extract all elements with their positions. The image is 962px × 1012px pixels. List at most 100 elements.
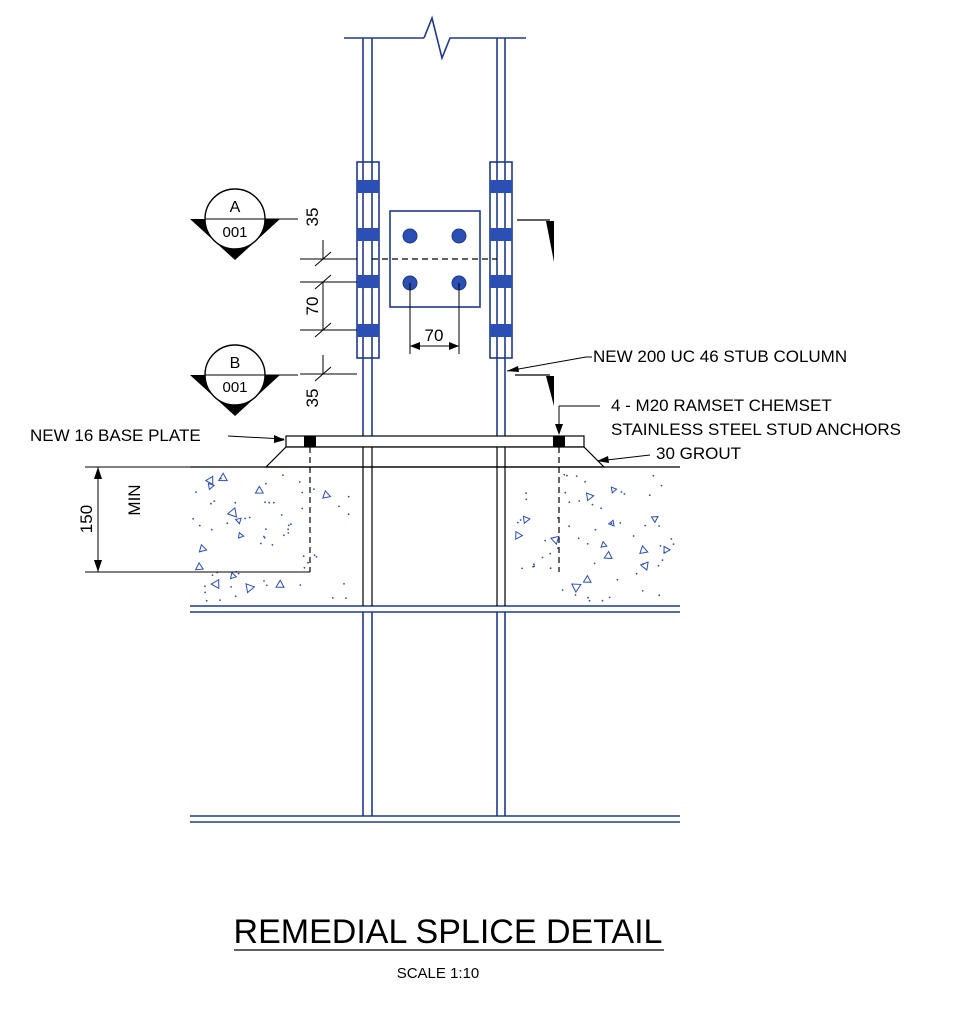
aggregate-dot — [210, 502, 212, 505]
aggregate-dot — [568, 525, 570, 528]
aggregate-dot — [313, 488, 315, 490]
aggregate-stone — [610, 486, 618, 494]
aggregate-dot — [659, 545, 662, 547]
aggregate-stone — [204, 475, 214, 486]
aggregate-dot — [287, 524, 290, 527]
label-grout: 30 GROUT — [656, 444, 741, 463]
aggregate-dot — [658, 525, 660, 527]
aggregate-dot — [556, 516, 559, 519]
section-marker-a-letter: A — [230, 199, 241, 216]
aggregate-dot — [287, 528, 289, 531]
aggregate-dot — [549, 567, 552, 570]
aggregate-dot — [635, 572, 638, 575]
aggregate-dot — [578, 500, 581, 502]
aggregate-dot — [516, 521, 519, 524]
aggregate-dot — [525, 498, 528, 501]
aggregate-dot — [347, 513, 350, 516]
aggregate-dot — [563, 473, 566, 476]
aggregate-stone — [194, 561, 205, 571]
aggregate-dot — [616, 578, 619, 581]
aggregate-dot — [234, 501, 237, 504]
weld-symbol-lower — [515, 374, 554, 406]
aggregate-dot — [272, 501, 275, 504]
aggregate-dot — [271, 544, 274, 546]
aggregate-stone — [639, 561, 649, 571]
aggregate-dot — [345, 597, 347, 599]
aggregate-stone — [585, 492, 595, 502]
aggregate-dot — [619, 522, 622, 524]
aggregate-dot — [347, 495, 350, 498]
anchors-callout: 4 - M20 RAMSET CHEMSET STAINLESS STEEL S… — [555, 396, 901, 439]
aggregate-dot — [657, 564, 660, 567]
aggregate-dot — [213, 500, 216, 502]
aggregate-dot — [263, 580, 265, 582]
weld-symbol-upper — [517, 219, 554, 262]
aggregate-stone — [217, 472, 229, 482]
left-flange-plate — [356, 161, 380, 359]
aggregate-dot — [670, 538, 673, 540]
aggregate-stone — [603, 550, 613, 560]
aggregate-dot — [521, 567, 523, 570]
aggregate-dot — [230, 586, 233, 588]
lower-column — [190, 447, 680, 823]
aggregate-stone — [549, 535, 560, 546]
aggregate-dot — [263, 536, 266, 539]
aggregate-dot — [226, 522, 229, 525]
aggregate-dot — [268, 501, 271, 504]
aggregate-dot — [298, 481, 301, 483]
aggregate-dot — [331, 597, 334, 599]
aggregate-dot — [519, 519, 522, 521]
dim-embed-150: 150 — [77, 505, 96, 533]
aggregate-dot — [204, 585, 206, 588]
aggregate-dot — [564, 491, 567, 494]
aggregate-dot — [575, 475, 578, 477]
aggregate-dot — [282, 474, 284, 476]
aggregate-stone — [198, 543, 208, 553]
aggregate-dot — [265, 584, 268, 587]
aggregate-dot — [672, 543, 675, 545]
drawing-title: REMEDIAL SPLICE DETAIL — [234, 913, 663, 951]
aggregate-dot — [307, 561, 309, 564]
section-marker-b-letter: B — [230, 355, 241, 372]
aggregate-dot — [658, 594, 661, 597]
aggregate-dot — [280, 514, 283, 516]
dim-bolt-spacing-70: 70 — [425, 326, 444, 345]
aggregate-stone — [570, 583, 582, 594]
base-plate-callout: NEW 16 BASE PLATE — [30, 426, 285, 445]
section-marker-b-sheet: 001 — [222, 379, 247, 396]
aggregate-dot — [301, 491, 304, 494]
aggregate-dot — [343, 583, 345, 585]
aggregate-stone — [207, 482, 216, 491]
aggregate-stone — [522, 515, 531, 525]
aggregate-dot — [641, 590, 644, 592]
aggregate-stone — [582, 574, 592, 583]
aggregate-dot — [290, 523, 292, 526]
aggregate-dot — [588, 599, 591, 602]
right-flange-plate — [489, 161, 513, 359]
title-block: REMEDIAL SPLICE DETAIL SCALE 1:10 — [234, 913, 664, 982]
web-splice-plate — [372, 210, 497, 308]
aggregate-dot — [244, 517, 247, 520]
aggregate-dot — [644, 524, 647, 527]
concrete-slab — [190, 466, 680, 613]
aggregate-dot — [586, 543, 589, 545]
aggregate-dot — [302, 555, 305, 557]
aggregate-stone — [600, 540, 608, 548]
aggregate-dot — [623, 493, 626, 495]
bolt — [402, 228, 418, 244]
aggregate-dot — [219, 599, 221, 601]
aggregate-dot — [632, 535, 635, 537]
aggregate-dot — [248, 516, 251, 519]
label-anchors-line1: 4 - M20 RAMSET CHEMSET — [611, 396, 832, 415]
base-plate — [285, 435, 585, 448]
label-stub-column: NEW 200 UC 46 STUB COLUMN — [593, 347, 847, 366]
aggregate-stone — [663, 545, 672, 555]
aggregate-stone — [639, 544, 649, 555]
dim-embed-min: MIN — [125, 484, 144, 515]
aggregate-dot — [525, 492, 527, 495]
aggregate-dot — [601, 599, 604, 602]
aggregate-dot — [620, 491, 623, 493]
aggregate-stone — [515, 530, 524, 541]
aggregate-dot — [648, 494, 651, 497]
